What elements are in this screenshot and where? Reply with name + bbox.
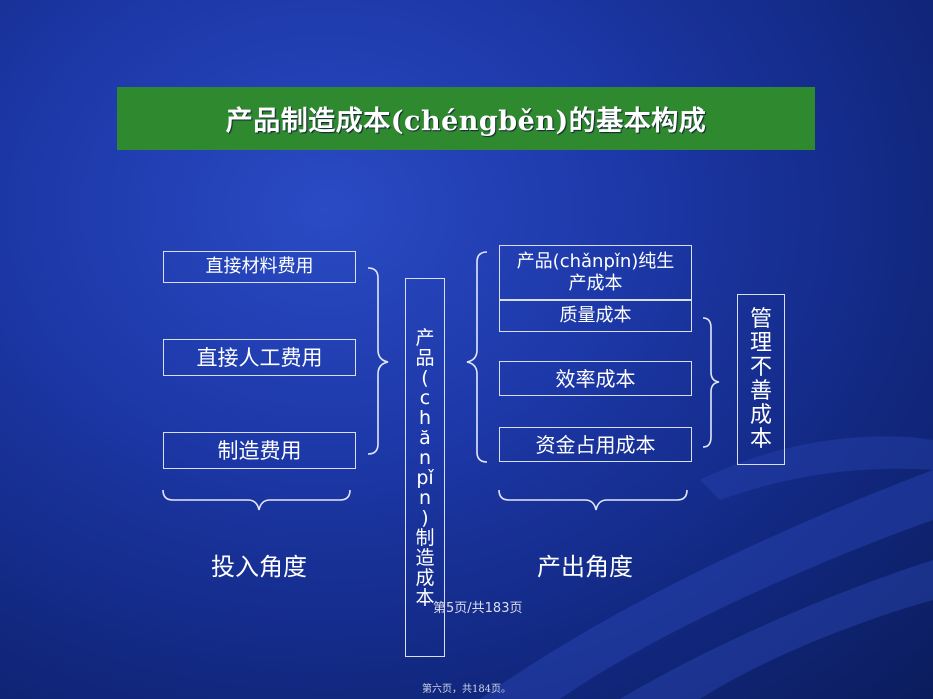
center-char: (: [421, 366, 429, 389]
center-char: c: [419, 386, 431, 409]
page-title: 产品制造成本(chéngběn)的基本构成: [117, 87, 815, 150]
center-char: pǐ: [416, 466, 434, 489]
pure-production-cost-line1: 产品(chǎnpǐn)纯生: [516, 250, 675, 272]
side-char: 不: [749, 354, 772, 380]
direct-material-box: 直接材料费用: [163, 251, 356, 283]
capital-occupancy-cost-box: 资金占用成本: [499, 427, 692, 462]
pure-production-cost-line2: 产成本: [568, 272, 623, 294]
pure-production-cost-box: 产品(chǎnpǐn)纯生 产成本: [499, 245, 692, 300]
center-char: ă: [419, 426, 431, 449]
center-char: ): [421, 506, 429, 529]
mismanagement-cost-box: 管 理 不 善 成 本: [737, 294, 785, 465]
page-info: 第5页/共183页: [433, 601, 523, 616]
input-perspective-caption: 投入角度: [211, 553, 307, 581]
center-char: 造: [415, 546, 435, 569]
side-char: 管: [749, 306, 772, 332]
side-char: 理: [749, 330, 772, 356]
center-char: 制: [415, 526, 435, 549]
product-manufacturing-cost-box: 产 品 ( c h ă n pǐ n ) 制 造 成 本: [405, 278, 445, 657]
manufacturing-overhead-box: 制造费用: [163, 432, 356, 469]
center-char: 品: [415, 346, 435, 369]
efficiency-cost-box: 效率成本: [499, 361, 692, 396]
output-perspective-caption: 产出角度: [537, 553, 633, 581]
footer-page-number: 第六页，共184页。: [421, 684, 512, 695]
center-char: n: [418, 486, 432, 509]
side-char: 成: [749, 402, 772, 428]
center-char: n: [418, 446, 432, 469]
center-char: 成: [415, 566, 435, 589]
side-char: 本: [749, 426, 772, 452]
quality-cost-box: 质量成本: [499, 300, 692, 332]
direct-labor-box: 直接人工费用: [163, 339, 356, 376]
center-char: h: [418, 406, 432, 429]
center-char: 产: [415, 326, 435, 349]
side-char: 善: [749, 378, 772, 404]
center-char: 本: [415, 586, 435, 609]
